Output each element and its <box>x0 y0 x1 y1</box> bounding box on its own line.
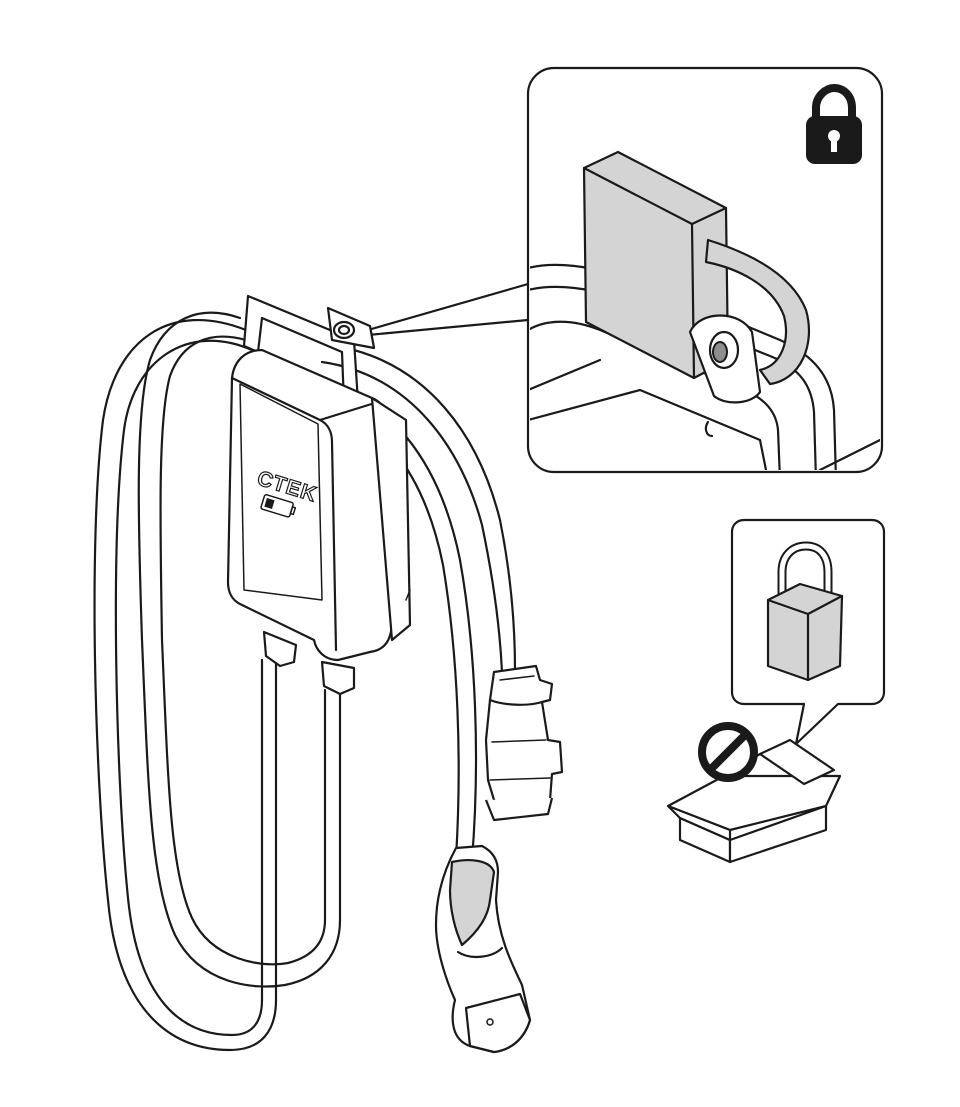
battery-icon <box>260 494 297 518</box>
box-icon <box>666 738 842 864</box>
prohibited-icon <box>698 722 758 782</box>
padlock-icon <box>766 541 844 682</box>
lock-closed-icon <box>806 83 862 164</box>
callout-leader <box>326 282 530 350</box>
charging-cable-loop <box>93 311 342 1052</box>
warning-callout <box>730 518 886 746</box>
detail-callout <box>526 66 884 474</box>
ev-connector <box>434 844 532 1054</box>
charger-unit: CTEK <box>226 348 412 696</box>
industrial-plug <box>484 664 564 822</box>
